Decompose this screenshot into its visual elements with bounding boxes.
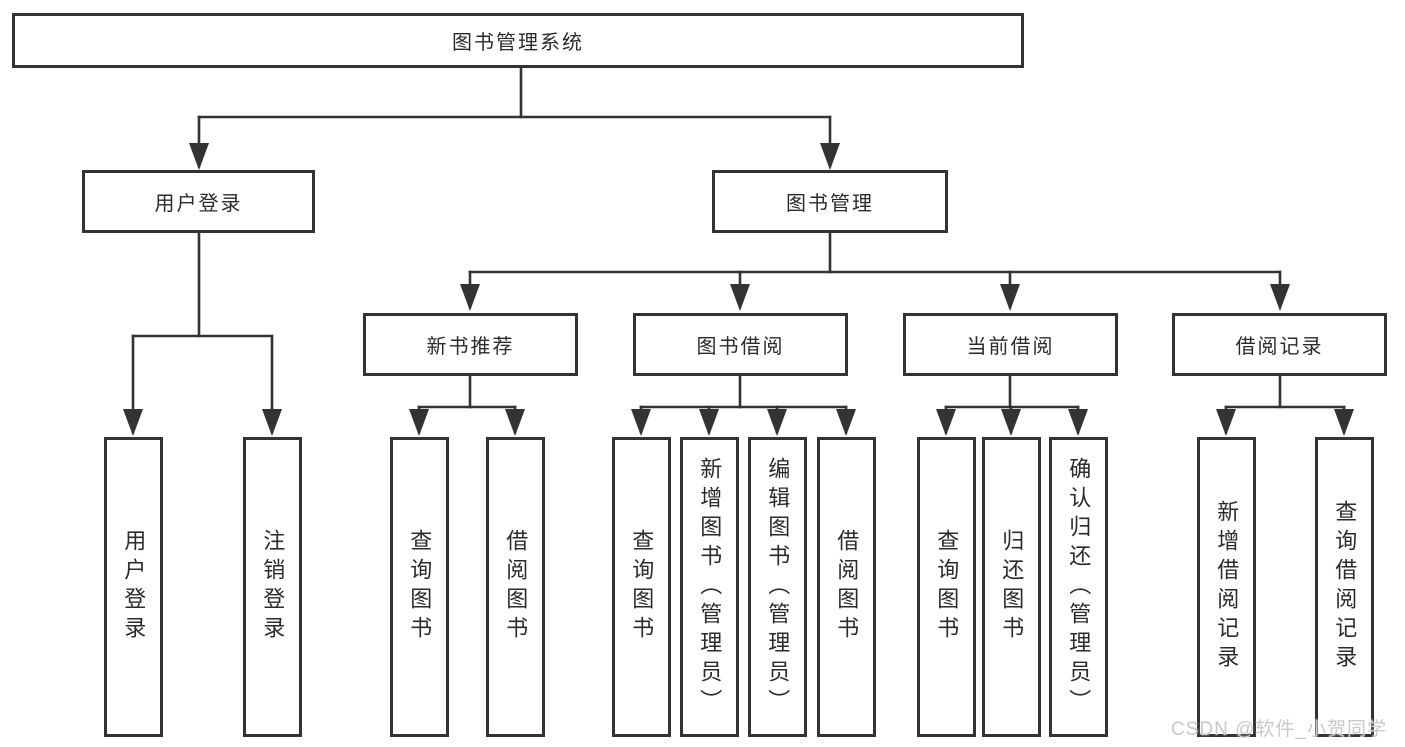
arrow-down-icon xyxy=(1334,409,1354,436)
node-label: 新增图书（管理员） xyxy=(697,456,723,718)
arrow-down-icon xyxy=(631,409,651,436)
node-current-borrowing: 当前借阅 xyxy=(903,313,1118,376)
node-leaf-borrow-books: 借阅图书 xyxy=(817,437,876,737)
arrow-down-icon xyxy=(936,409,956,436)
arrow-down-icon xyxy=(1068,409,1088,436)
arrow-down-icon xyxy=(1216,409,1236,436)
arrow-down-icon xyxy=(262,409,282,436)
node-new-book-recommendation: 新书推荐 xyxy=(363,313,578,376)
csdn-watermark: CSDN @软件_小贺同学 xyxy=(1171,719,1387,740)
node-label: 用户登录 xyxy=(154,193,243,215)
node-leaf-query-borrow-record: 查询借阅记录 xyxy=(1315,437,1374,737)
node-label: 新书推荐 xyxy=(426,336,515,358)
connector-book-management-branch xyxy=(460,231,1290,311)
node-leaf-borrow-books-recommend: 借阅图书 xyxy=(486,437,545,737)
connector-new-book-recommendation-branch xyxy=(409,374,525,436)
node-book-management: 图书管理 xyxy=(712,170,948,233)
node-label: 图书管理 xyxy=(786,193,874,215)
node-leaf-query-books-borrow: 查询图书 xyxy=(612,437,671,737)
connector-root-to-level2 xyxy=(189,66,840,170)
node-label: 查询图书 xyxy=(407,529,433,645)
node-label: 借阅图书 xyxy=(503,529,529,645)
node-label: 用户登录 xyxy=(121,529,147,645)
node-label: 借阅图书 xyxy=(834,529,860,645)
connector-book-borrowing-branch xyxy=(631,374,856,436)
node-borrowing-records: 借阅记录 xyxy=(1172,313,1387,376)
node-leaf-user-login: 用户登录 xyxy=(104,437,163,737)
node-leaf-logout: 注销登录 xyxy=(243,437,302,737)
node-label: 图书借阅 xyxy=(696,336,785,358)
node-label: 查询图书 xyxy=(934,529,960,645)
connector-borrowing-records-branch xyxy=(1216,374,1354,436)
node-leaf-return-books: 归还图书 xyxy=(982,437,1041,737)
arrow-down-icon xyxy=(820,143,840,170)
node-library-management-system: 图书管理系统 xyxy=(12,13,1024,68)
node-label: 注销登录 xyxy=(260,529,286,645)
node-label: 查询借阅记录 xyxy=(1332,500,1358,674)
node-label: 当前借阅 xyxy=(966,336,1055,358)
arrow-down-icon xyxy=(836,409,856,436)
node-book-borrowing: 图书借阅 xyxy=(633,313,848,376)
arrow-down-icon xyxy=(505,409,525,436)
node-user-login: 用户登录 xyxy=(82,170,315,233)
connector-user-login-branch xyxy=(123,231,282,436)
node-label: 确认归还（管理员） xyxy=(1066,456,1092,718)
arrow-down-icon xyxy=(409,409,429,436)
node-label: 新增借阅记录 xyxy=(1214,500,1240,674)
node-leaf-edit-books-admin: 编辑图书（管理员） xyxy=(748,437,807,737)
node-label: 查询图书 xyxy=(629,529,655,645)
arrow-down-icon xyxy=(699,409,719,436)
arrow-down-icon xyxy=(123,409,143,436)
node-label: 图书管理系统 xyxy=(452,32,584,54)
node-label: 借阅记录 xyxy=(1235,336,1324,358)
node-leaf-add-books-admin: 新增图书（管理员） xyxy=(680,437,739,737)
arrow-down-icon xyxy=(730,284,750,311)
connector-current-borrowing-branch xyxy=(936,374,1088,436)
node-leaf-query-books-current: 查询图书 xyxy=(917,437,976,737)
node-leaf-confirm-return-admin: 确认归还（管理员） xyxy=(1049,437,1108,737)
node-leaf-query-books-recommend: 查询图书 xyxy=(390,437,449,737)
arrow-down-icon xyxy=(1270,284,1290,311)
arrow-down-icon xyxy=(1001,409,1021,436)
arrow-down-icon xyxy=(1000,284,1020,311)
arrow-down-icon xyxy=(767,409,787,436)
node-label: 归还图书 xyxy=(999,529,1025,645)
node-leaf-add-borrow-record: 新增借阅记录 xyxy=(1197,437,1256,737)
arrow-down-icon xyxy=(189,143,209,170)
node-label: 编辑图书（管理员） xyxy=(765,456,791,718)
arrow-down-icon xyxy=(460,284,480,311)
